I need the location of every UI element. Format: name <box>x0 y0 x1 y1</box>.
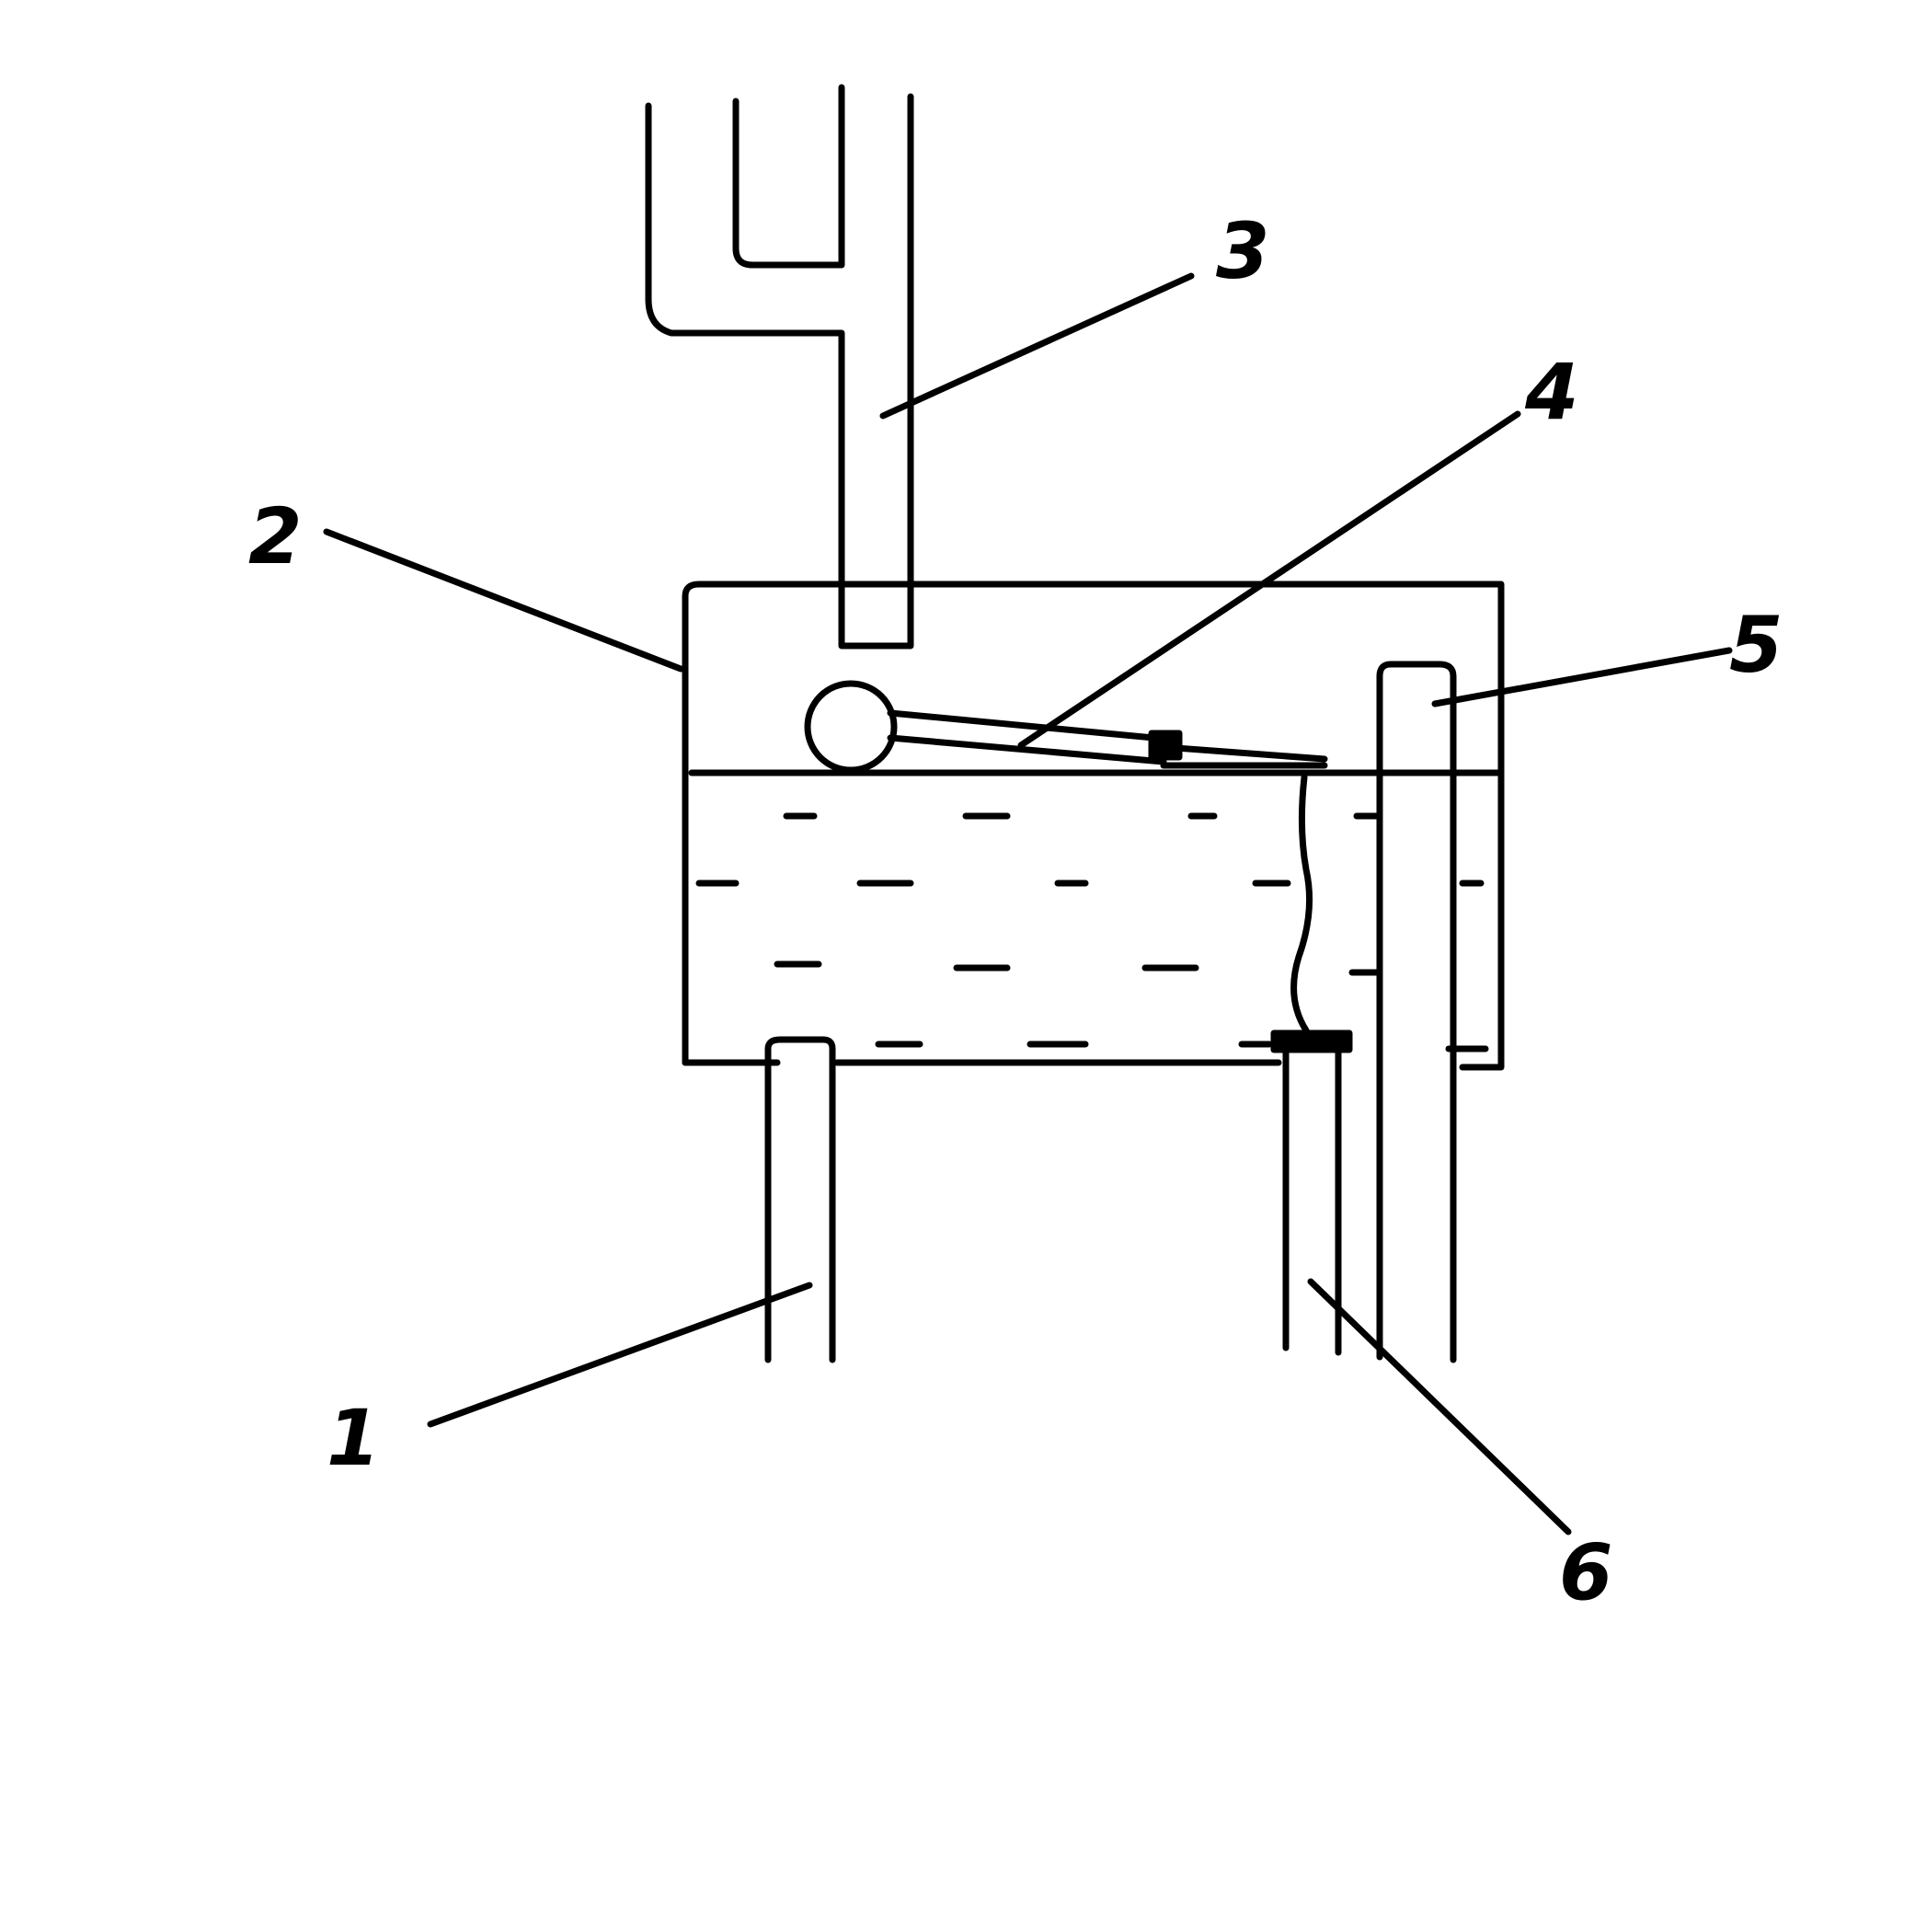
leader-line-3 <box>879 272 1195 420</box>
valve-chain <box>1290 774 1313 1034</box>
leader-line-4 <box>1017 410 1521 749</box>
inlet-pipe-3 <box>645 84 914 650</box>
water-dashes <box>695 812 1489 1052</box>
label-6: 6 <box>1559 1527 1612 1617</box>
drain-plug <box>1270 1029 1353 1053</box>
label-1: 1 <box>327 1393 380 1483</box>
label-5: 5 <box>1729 600 1783 690</box>
leader-line-1 <box>427 1282 813 1428</box>
float-ball <box>804 680 898 774</box>
label-4: 4 <box>1524 347 1578 437</box>
leader-line-6 <box>1307 1278 1572 1535</box>
label-2: 2 <box>248 491 302 581</box>
label-3: 3 <box>1216 206 1269 296</box>
float-valve-4 <box>804 680 1328 774</box>
overflow-pipe-5 <box>1376 661 1457 1363</box>
leader-line-2 <box>323 528 684 673</box>
leader-line-5 <box>1431 647 1733 707</box>
tank-2 <box>682 581 1505 1071</box>
outlet-pipe-1 <box>764 1036 836 1363</box>
leader-lines <box>323 272 1733 1535</box>
drain-pipe-6 <box>1282 1045 1342 1356</box>
